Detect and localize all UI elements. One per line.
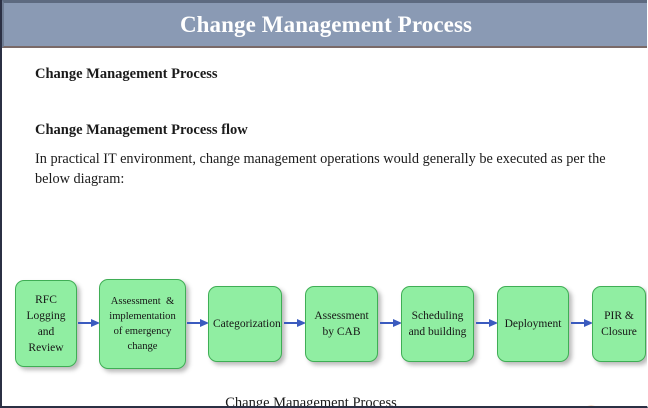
flow-arrow-6 [571, 319, 593, 327]
flow-arrow-5 [476, 319, 498, 327]
itildocs-logo: ITIL DOCS [551, 400, 645, 406]
open-book-icon [587, 405, 595, 406]
flow-arrow-1 [78, 319, 100, 327]
intro-paragraph: In practical IT environment, change mana… [35, 151, 606, 187]
diagram-caption: Change Management Process [225, 395, 397, 408]
flow-step-pir-and-closure: PIR &Closure [592, 286, 646, 362]
section-heading-primary: Change Management Process [35, 66, 218, 82]
flow-arrow-2 [187, 319, 209, 327]
flow-arrow-3 [284, 319, 306, 327]
flow-step-categorization: Categorization [208, 286, 282, 362]
section-heading-secondary: Change Management Process flow [35, 122, 248, 138]
flow-arrow-4 [380, 319, 402, 327]
flow-step-label: Deployment [504, 318, 562, 330]
flow-step-label: PIR &Closure [601, 310, 637, 338]
page-header-bar: Change Management Process [2, 0, 647, 48]
itildocs-logo-mark: ITIL DOCS [587, 405, 595, 406]
flow-step-deployment: Deployment [497, 286, 569, 362]
page-title: Change Management Process [179, 12, 473, 37]
flow-step-label: Categorization [213, 318, 281, 330]
